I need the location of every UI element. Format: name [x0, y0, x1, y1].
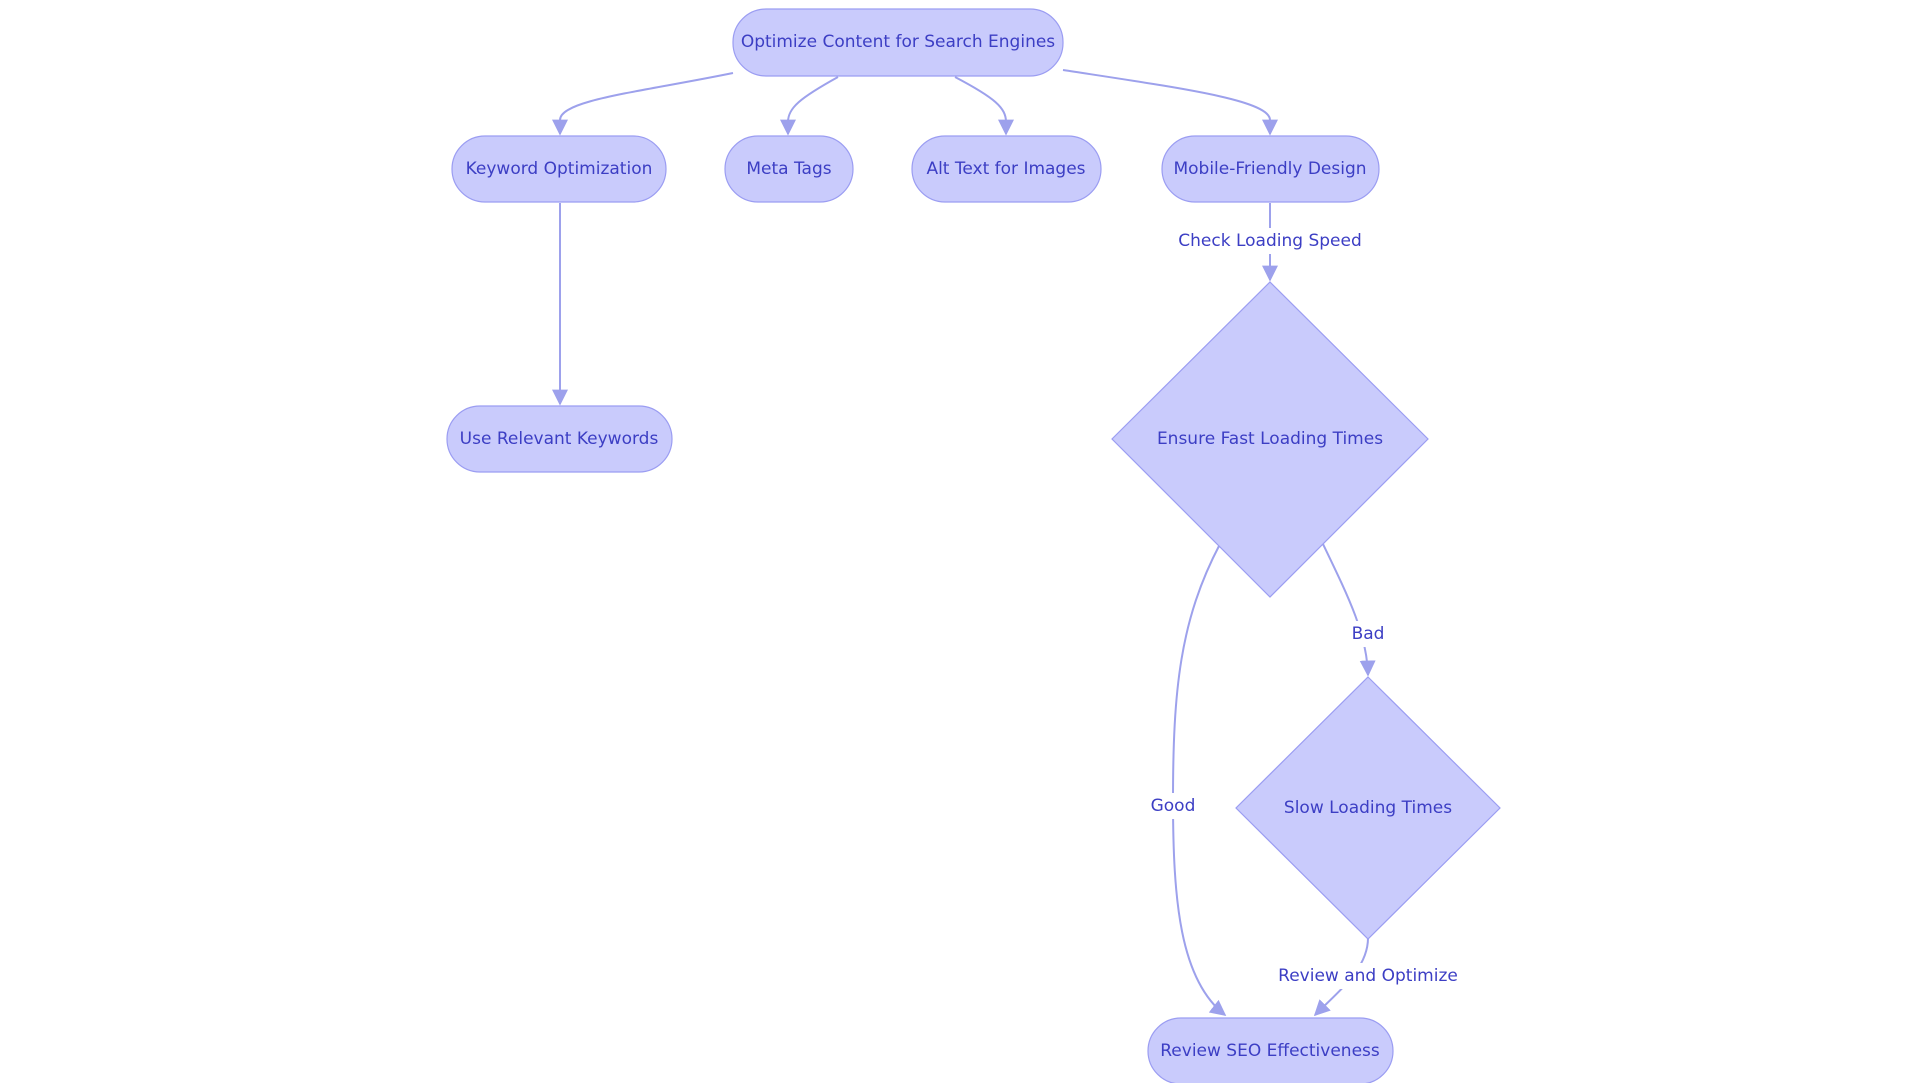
node-mobile-friendly: Mobile-Friendly Design: [1161, 135, 1380, 203]
node-meta-tags: Meta Tags: [724, 135, 854, 203]
node-fast-label: Ensure Fast Loading Times: [1157, 429, 1383, 449]
edge-label-check-loading-speed: Check Loading Speed: [1178, 231, 1361, 251]
node-fast-loading-decision: Ensure Fast Loading Times: [1111, 281, 1429, 598]
edge-fast-to-slow: [1322, 543, 1376, 677]
node-slow-label: Slow Loading Times: [1284, 798, 1452, 818]
node-alt-text: Alt Text for Images: [911, 135, 1102, 203]
node-keyword-label: Keyword Optimization: [466, 159, 653, 179]
node-slow-loading-decision: Slow Loading Times: [1235, 676, 1501, 940]
edge-label-bad: Bad: [1352, 624, 1385, 644]
node-mobile-label: Mobile-Friendly Design: [1173, 159, 1366, 179]
edge-fast-to-review: [1171, 543, 1227, 1016]
node-review-label: Review SEO Effectiveness: [1160, 1041, 1380, 1061]
edge-root-to-mobile: [1062, 69, 1278, 136]
edge-root-to-alt: [954, 76, 1014, 136]
edge-root-to-keyword: [552, 72, 734, 136]
node-review-seo: Review SEO Effectiveness: [1147, 1017, 1394, 1083]
edge-labels: Check Loading Speed Good Bad Review and …: [1150, 228, 1458, 989]
node-relevant-label: Use Relevant Keywords: [460, 429, 659, 449]
edge-label-review-and-optimize: Review and Optimize: [1278, 966, 1458, 986]
node-relevant-keywords: Use Relevant Keywords: [446, 405, 673, 473]
node-root-label: Optimize Content for Search Engines: [741, 32, 1055, 52]
node-meta-label: Meta Tags: [746, 159, 831, 179]
node-keyword-optimization: Keyword Optimization: [451, 135, 667, 203]
edge-label-good: Good: [1151, 796, 1196, 816]
node-alt-label: Alt Text for Images: [926, 159, 1085, 179]
edge-root-to-meta: [780, 76, 839, 136]
node-root: Optimize Content for Search Engines: [732, 8, 1064, 77]
